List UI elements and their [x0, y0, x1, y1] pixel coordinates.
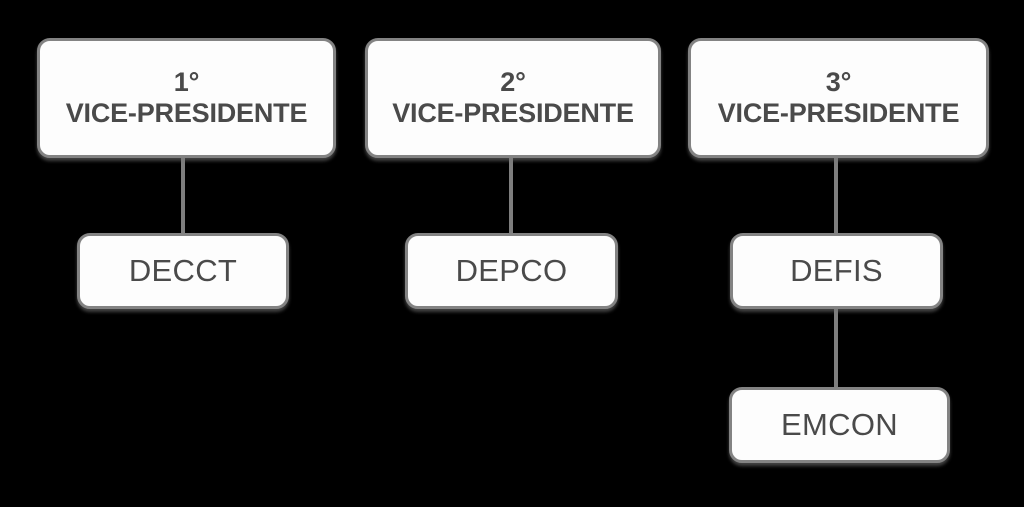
node-emcon[interactable]: EMCON	[729, 387, 950, 463]
node-title-label: VICE-PRESIDENTE	[717, 98, 960, 128]
connector-vice-presidente-2-to-depco	[509, 155, 513, 235]
node-rank-label: 1°	[173, 66, 200, 97]
node-rank-label: 2°	[500, 66, 526, 97]
node-depco[interactable]: DEPCO	[405, 233, 618, 309]
connector-vice-presidente-3-to-defis	[834, 155, 838, 235]
node-title-label: VICE-PRESIDENTE	[65, 98, 308, 128]
node-label: DECCT	[128, 253, 238, 288]
node-label: DEPCO	[455, 253, 568, 288]
connector-defis-to-emcon	[834, 306, 838, 389]
node-rank-label: 3°	[825, 66, 852, 97]
connector-vice-presidente-1-to-decct	[181, 155, 185, 235]
node-vice-presidente-1[interactable]: 1° VICE-PRESIDENTE	[37, 38, 336, 158]
node-vice-presidente-2[interactable]: 2° VICE-PRESIDENTE	[365, 38, 661, 158]
node-defis[interactable]: DEFIS	[730, 233, 943, 309]
node-vice-presidente-3[interactable]: 3° VICE-PRESIDENTE	[688, 38, 989, 158]
node-decct[interactable]: DECCT	[77, 233, 289, 309]
node-title-label: VICE-PRESIDENTE	[392, 98, 634, 128]
node-label: EMCON	[781, 407, 898, 442]
node-label: DEFIS	[790, 253, 883, 288]
